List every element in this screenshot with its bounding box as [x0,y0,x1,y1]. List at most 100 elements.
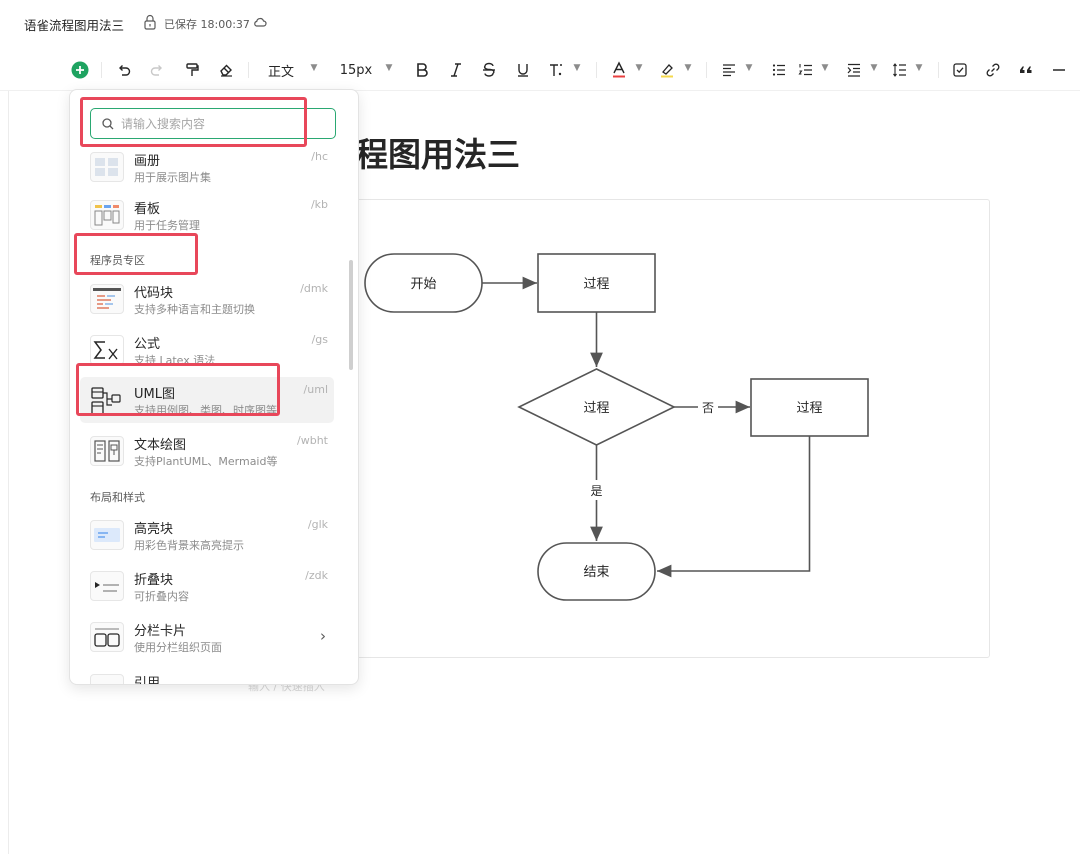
menu-item-title: 文本绘图 [134,438,187,453]
end-label: 结束 [583,565,609,580]
menu-item-title: 代码块 [134,286,174,301]
menu-item-uml[interactable]: UML图 支持用例图、类图、时序图等 /uml [80,377,334,423]
menu-item-desc: 支持 Latex 语法 [134,354,216,367]
quote-button[interactable] [1017,60,1035,80]
link-button[interactable] [984,60,1002,80]
end-node[interactable] [537,542,656,601]
edge-process2-end [657,436,811,578]
bold-icon [417,63,428,77]
chevron-down-icon[interactable]: ▼ [915,63,923,73]
eraser-icon [220,64,232,77]
menu-item-title: 看板 [134,202,161,217]
decision-label: 过程 [583,401,609,416]
section-label-layout: 布局和样式 [90,491,145,504]
formula-icon [90,335,124,365]
format-painter-icon [186,63,199,76]
menu-item-title: 引用 [134,676,161,685]
task-list-button[interactable] [951,60,969,80]
indent-button[interactable] [845,60,863,80]
quote-icon [1020,66,1032,73]
process-node-2[interactable] [750,378,869,437]
menu-item-shortcut: /hc [311,150,328,163]
process-label-1: 过程 [583,277,609,292]
search-input[interactable] [121,115,321,133]
search-box[interactable] [90,108,336,139]
menu-item-text-diagram[interactable]: 文本绘图 支持PlantUML、Mermaid等 /wbht [80,428,334,474]
no-label-bg [698,398,718,416]
menu-item-collapse-block[interactable]: 折叠块 可折叠内容 /zdk [80,563,334,609]
clear-format-button[interactable] [216,60,236,80]
menu-item-shortcut: /gs [311,333,328,346]
chevron-right-icon[interactable]: › [320,627,326,645]
toolbar-divider [706,62,707,78]
menu-item-desc: 支持用例图、类图、时序图等 [134,404,277,417]
yes-label: 是 [590,484,602,498]
font-color-button[interactable] [610,60,628,80]
bold-button[interactable] [413,60,431,80]
menu-item-gallery[interactable]: 画册 用于展示图片集 /hc [80,144,334,190]
flowchart-diagram: 开始 过程 过程 否 过程 是 结束 [364,253,869,601]
format-painter-button[interactable] [182,60,202,80]
chevron-down-icon[interactable]: ▼ [870,63,878,73]
popup-scrollbar[interactable] [349,260,353,370]
redo-icon [150,65,162,76]
bullet-list-button[interactable] [770,60,788,80]
editor-toolbar: 正文 ▼ 15px ▼ ▼ ▼ ▼ ▼ ▼ ▼ ▼ [0,50,1080,91]
insert-plus-button[interactable] [70,60,90,80]
underline-button[interactable] [514,60,532,80]
align-button[interactable] [720,60,738,80]
undo-button[interactable] [114,60,134,80]
underline-icon [518,64,528,77]
menu-item-title: 折叠块 [134,573,174,588]
menu-item-title: 高亮块 [134,522,174,537]
text-diagram-icon [90,436,124,466]
chevron-down-icon[interactable]: ▼ [684,63,692,73]
ordered-list-button[interactable] [797,60,815,80]
indent-icon [847,63,860,77]
lock-icon[interactable] [143,14,157,30]
line-spacing-button[interactable] [891,60,909,80]
chevron-down-icon[interactable]: ▼ [385,63,393,73]
chevron-down-icon[interactable]: ▼ [635,63,643,73]
save-status: 已保存 18:00:37 [164,18,250,31]
more-text-style-button[interactable] [547,60,565,80]
undo-icon [119,65,131,76]
italic-button[interactable] [447,60,465,80]
no-label: 否 [702,401,714,415]
menu-item-highlight-block[interactable]: 高亮块 用彩色背景来高亮提示 /glk [80,512,334,558]
chevron-down-icon[interactable]: ▼ [745,63,753,73]
doc-title[interactable]: 语雀流程图用法三 [24,18,125,33]
line-spacing-icon [893,63,906,77]
redo-button[interactable] [147,60,167,80]
flowchart-card[interactable] [340,199,990,658]
toolbar-divider [101,62,102,78]
highlight-color-button[interactable] [658,60,676,80]
menu-item-shortcut: /dmk [300,282,328,295]
toolbar-divider [596,62,597,78]
column-card-icon [90,622,124,652]
chevron-down-icon[interactable]: ▼ [821,63,829,73]
process-node-1[interactable] [537,253,656,313]
highlight-block-icon [90,520,124,550]
bullet-list-icon [772,64,785,76]
process-label-2: 过程 [796,401,822,416]
document-heading[interactable]: 程图用法三 [355,135,520,174]
divider-line-button[interactable] [1050,60,1068,80]
menu-item-quote[interactable]: 引用 [80,666,334,685]
menu-item-formula[interactable]: 公式 支持 Latex 语法 /gs [80,327,334,373]
link-icon [986,63,1000,77]
menu-item-desc: 使用分栏组织页面 [134,641,222,654]
menu-item-kanban[interactable]: 看板 用于任务管理 /kb [80,192,334,238]
checkbox-icon [953,63,967,77]
menu-item-code-block[interactable]: 代码块 支持多种语言和主题切换 /dmk [80,276,334,322]
paragraph-style-select[interactable]: 正文 [267,64,294,80]
highlighter-icon [661,64,673,78]
menu-item-desc: 用彩色背景来高亮提示 [134,539,244,552]
menu-item-desc: 支持PlantUML、Mermaid等 [134,455,278,468]
chevron-down-icon[interactable]: ▼ [573,63,581,73]
chevron-down-icon[interactable]: ▼ [310,63,318,73]
menu-item-column-card[interactable]: 分栏卡片 使用分栏组织页面 › [80,614,334,660]
strikethrough-button[interactable] [480,60,498,80]
font-size-select[interactable]: 15px [339,62,373,78]
search-icon [102,118,114,130]
